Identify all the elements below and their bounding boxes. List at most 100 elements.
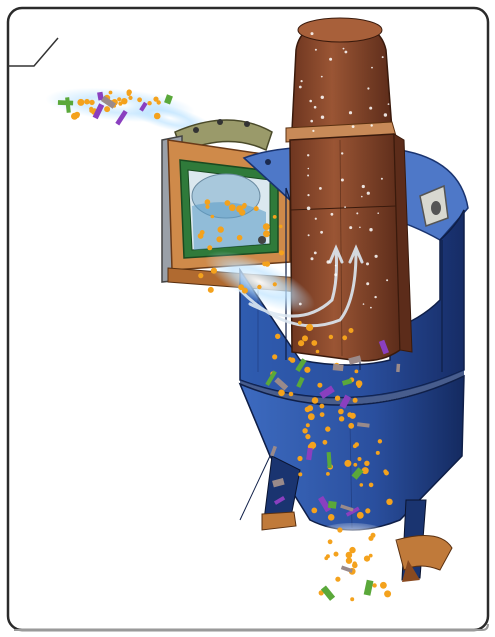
particle-dot	[384, 590, 391, 597]
particle-dot	[357, 384, 361, 388]
particle-dot	[89, 100, 94, 105]
particle-dot	[353, 398, 358, 403]
dust-speck	[329, 58, 332, 61]
particle-dot	[109, 91, 113, 95]
dust-speck	[314, 252, 317, 255]
particle-dot	[355, 370, 359, 374]
particle-dot	[242, 288, 248, 294]
dust-speck	[310, 120, 313, 123]
particle-flake	[396, 364, 400, 372]
particle-dot	[349, 547, 355, 553]
dust-speck	[321, 76, 323, 78]
particle-dot	[254, 206, 259, 211]
dust-speck	[344, 206, 346, 208]
particle-dot	[357, 512, 364, 519]
dust-speck	[315, 218, 317, 220]
dust-speck	[299, 86, 302, 89]
particle-dot	[104, 106, 110, 112]
particle-dot	[273, 282, 277, 286]
particle-dot	[350, 413, 356, 419]
particle-dot	[335, 396, 340, 401]
particle-dot	[338, 409, 344, 415]
dust-speck	[307, 175, 309, 177]
particle-dot	[153, 97, 158, 102]
particle-dot	[154, 113, 161, 120]
particle-dot	[372, 583, 376, 587]
particle-dot	[325, 426, 330, 431]
dust-speck	[389, 33, 391, 35]
dust-speck	[334, 273, 337, 276]
particle-dot	[216, 236, 222, 242]
dust-speck	[370, 307, 372, 309]
dust-speck	[308, 168, 310, 170]
particle-dot	[298, 340, 304, 346]
particle-dot	[218, 226, 224, 232]
dust-speck	[377, 212, 379, 214]
particle-dot	[272, 354, 277, 359]
particle-dot	[289, 392, 294, 397]
particle-dot	[362, 467, 369, 474]
particle-dot	[128, 96, 132, 100]
particle-dot	[121, 98, 127, 104]
particle-dot	[342, 335, 347, 340]
particle-dot	[211, 215, 215, 219]
particle-dot	[137, 97, 142, 102]
particle-dot	[288, 357, 292, 361]
particle-dot	[262, 262, 267, 267]
dust-speck	[367, 87, 369, 89]
particle-dot	[302, 335, 308, 341]
particle-dot	[335, 577, 340, 582]
particle-dot	[273, 215, 277, 219]
particle-dot	[360, 483, 364, 487]
particle-dot	[376, 451, 380, 455]
dust-speck	[311, 32, 314, 35]
particle-dot	[353, 463, 357, 467]
particle-dot	[334, 552, 339, 557]
dust-speck	[382, 56, 384, 58]
dust-speck	[314, 106, 317, 109]
dust-speck	[352, 125, 355, 128]
dust-speck	[384, 29, 386, 31]
dust-speck	[359, 227, 361, 229]
particle-dot	[308, 413, 315, 420]
particle-dot	[229, 204, 236, 211]
particle-dot	[205, 205, 209, 209]
particle-dot	[369, 483, 374, 488]
particle-dot	[305, 407, 311, 413]
particle-dot	[298, 472, 302, 476]
dust-speck	[349, 111, 352, 114]
particle-dot	[323, 440, 328, 445]
dust-speck	[362, 185, 365, 188]
dust-speck	[312, 130, 314, 132]
particle-dot	[386, 499, 392, 505]
dust-speck	[374, 296, 376, 298]
particle-dot	[344, 460, 351, 467]
dust-speck	[309, 100, 312, 103]
particle-dot	[311, 340, 317, 346]
dust-speck	[343, 48, 345, 50]
particle-dot	[346, 558, 352, 564]
particle-dot	[297, 456, 302, 461]
particle-dot	[352, 563, 358, 569]
dust-speck	[307, 207, 311, 211]
particle-flake	[328, 501, 337, 509]
particle-dot	[339, 416, 344, 421]
particle-dot	[371, 533, 376, 538]
dust-speck	[375, 255, 378, 258]
dust-speck	[356, 212, 358, 214]
dust-speck	[341, 179, 344, 182]
dust-speck	[301, 80, 303, 82]
particle-dot	[207, 245, 212, 250]
dust-speck	[331, 213, 334, 216]
dust-speck	[363, 303, 365, 305]
particle-dot	[305, 434, 310, 439]
dust-speck	[321, 96, 324, 99]
particle-dot	[320, 404, 325, 409]
particle-dot	[316, 350, 320, 354]
dust-speck	[345, 51, 348, 54]
dust-speck	[366, 282, 369, 285]
particle-dot	[350, 597, 354, 601]
particle-dot	[380, 582, 387, 589]
particle-dot	[84, 99, 90, 105]
